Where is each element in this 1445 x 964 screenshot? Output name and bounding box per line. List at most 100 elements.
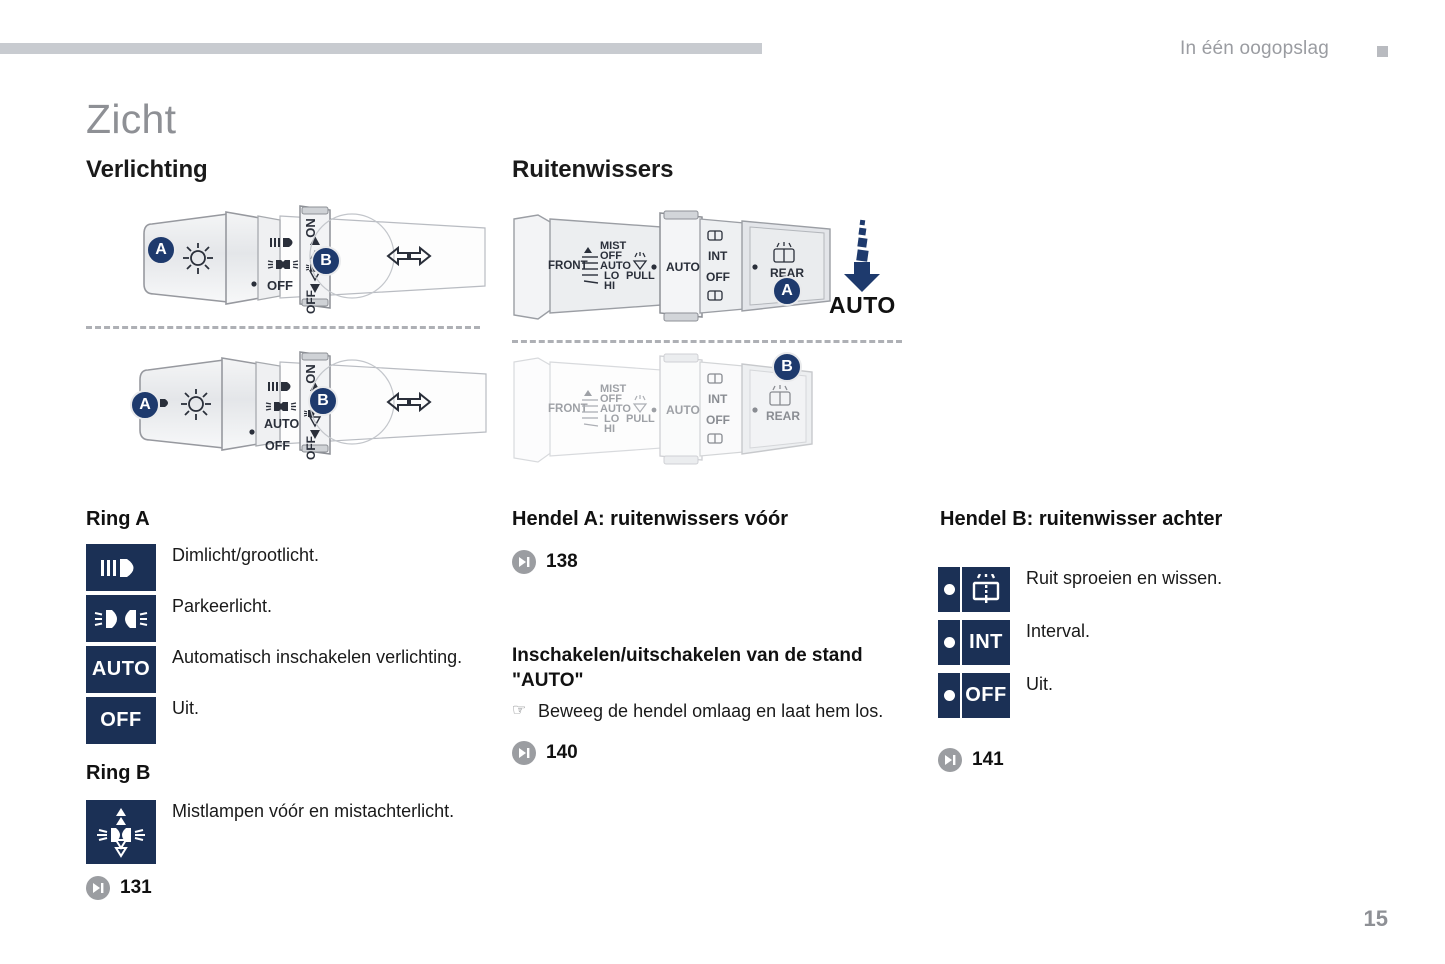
fog-lamps-icon xyxy=(86,800,156,864)
list-item-label: Ruit sproeien en wissen. xyxy=(1026,568,1223,588)
lighting-stalk-illustration-top: OFF ON OFF xyxy=(143,205,486,314)
off-icon-label: OFF xyxy=(100,709,142,731)
page-number: 15 xyxy=(1363,906,1388,931)
list-item: AUTO Automatisch inschakelen verlichting… xyxy=(86,646,462,693)
svg-text:OFF: OFF xyxy=(600,250,622,262)
divider-lighting xyxy=(86,326,480,329)
list-item: Mistlampen vóór en mistachterlicht. xyxy=(86,800,454,864)
list-item-label: Uit. xyxy=(172,698,199,718)
dipped-main-beam-icon xyxy=(86,544,156,591)
svg-text:OFF: OFF xyxy=(267,278,293,293)
page-title: Zicht xyxy=(86,96,177,142)
list-item-label: Parkeerlicht. xyxy=(172,596,273,616)
list-item-label: Interval. xyxy=(1026,621,1091,641)
svg-text:AUTO: AUTO xyxy=(666,403,700,417)
skip-forward-icon xyxy=(86,876,110,900)
svg-text:FRONT: FRONT xyxy=(548,403,588,415)
svg-text:OFF: OFF xyxy=(265,439,290,453)
list-item: Ruit sproeien en wissen. xyxy=(938,567,1222,612)
svg-text:LO: LO xyxy=(604,413,620,425)
interval-icon: INT xyxy=(938,620,1010,665)
list-item-label: Mistlampen vóór en mistachterlicht. xyxy=(172,801,455,821)
svg-text:OFF: OFF xyxy=(600,393,622,405)
list-item-label: Automatisch inschakelen verlichting. xyxy=(172,647,463,667)
dot-indicator xyxy=(938,567,960,612)
svg-text:OFF: OFF xyxy=(706,270,730,284)
svg-text:FRONT: FRONT xyxy=(548,260,588,272)
list-item: Parkeerlicht. xyxy=(86,595,272,642)
marker-b-lighting-top: B xyxy=(311,246,341,276)
marker-a-lighting-bottom: A xyxy=(130,390,160,420)
page-reference-number: 138 xyxy=(546,551,578,572)
header-title: In één oogopslag xyxy=(1180,38,1329,59)
svg-text:REAR: REAR xyxy=(766,409,800,423)
svg-text:ON: ON xyxy=(303,218,318,238)
off-icon-label: OFF xyxy=(965,684,1007,706)
wiper-stalk-illustration-top: FRONT MIST OFF AUTO LO HI PULL AUTO xyxy=(513,210,831,322)
svg-text:OFF: OFF xyxy=(304,290,318,314)
subheading-auto-toggle: Inschakelen/uitschakelen van de stand "A… xyxy=(512,645,863,691)
pointing-hand-icon: ☞ xyxy=(512,702,527,719)
page-reference-131[interactable]: 131 xyxy=(86,876,152,900)
rear-wash-wipe-glyph xyxy=(962,567,1010,612)
page-reference-138[interactable]: 138 xyxy=(512,550,578,574)
svg-text:HI: HI xyxy=(604,280,615,292)
instruction-text: Beweeg de hendel omlaag en laat hem los. xyxy=(538,701,884,721)
interval-glyph: INT xyxy=(962,620,1010,665)
list-item: INT Interval. xyxy=(938,620,1090,665)
skip-forward-icon xyxy=(512,550,536,574)
svg-text:AUTO: AUTO xyxy=(264,417,299,431)
skip-forward-icon xyxy=(938,748,962,772)
dipped-main-beam-glyph xyxy=(101,558,134,577)
marker-b-lighting-bottom: B xyxy=(308,386,338,416)
svg-text:REAR: REAR xyxy=(770,266,804,280)
svg-text:OFF: OFF xyxy=(706,413,730,427)
page-reference-140[interactable]: 140 xyxy=(512,741,578,765)
marker-b-wiper-bottom: B xyxy=(772,352,802,382)
off-icon: OFF xyxy=(938,673,1010,718)
heading-ring-a: Ring A xyxy=(86,508,150,530)
page-reference-141[interactable]: 141 xyxy=(938,748,1004,772)
svg-text:PULL: PULL xyxy=(626,413,655,425)
marker-a-lighting-top: A xyxy=(146,235,176,265)
off-icon: OFF xyxy=(86,697,156,744)
off-glyph: OFF xyxy=(962,673,1010,718)
square-icon xyxy=(1377,46,1388,57)
svg-text:LO: LO xyxy=(604,270,620,282)
rear-wash-wipe-icon xyxy=(938,567,1010,612)
parking-light-icon xyxy=(86,595,156,642)
page-reference-number: 140 xyxy=(546,742,578,763)
marker-a-wiper-top: A xyxy=(772,276,802,306)
svg-text:AUTO: AUTO xyxy=(600,403,631,415)
interval-icon-label: INT xyxy=(969,631,1003,653)
skip-forward-icon xyxy=(512,741,536,765)
dot-indicator xyxy=(938,673,960,718)
svg-text:AUTO: AUTO xyxy=(666,260,700,274)
list-item: OFF Uit. xyxy=(938,673,1053,718)
list-item: Dimlicht/grootlicht. xyxy=(86,544,319,591)
section-title-wipers: Ruitenwissers xyxy=(512,156,674,183)
auto-icon-label: AUTO xyxy=(91,658,151,680)
page-reference-number: 141 xyxy=(972,749,1004,770)
auto-label-wiper: AUTO xyxy=(829,292,896,318)
divider-wipers xyxy=(512,340,902,343)
list-item: OFF Uit. xyxy=(86,697,199,744)
heading-hendel-a: Hendel A: ruitenwissers vóór xyxy=(512,508,788,530)
svg-text:AUTO: AUTO xyxy=(600,260,631,272)
header-bar xyxy=(0,43,762,54)
parking-light-glyph xyxy=(94,609,148,628)
auto-icon: AUTO xyxy=(86,646,156,693)
list-item-label: Uit. xyxy=(1026,674,1053,694)
fog-lamps-glyph xyxy=(97,808,145,858)
svg-text:INT: INT xyxy=(708,392,728,406)
heading-ring-b: Ring B xyxy=(86,762,151,784)
dot-indicator xyxy=(938,620,960,665)
svg-text:MIST: MIST xyxy=(600,240,627,252)
heading-hendel-b: Hendel B: ruitenwisser achter xyxy=(940,508,1223,530)
svg-text:MIST: MIST xyxy=(600,383,627,395)
lighting-stalk-illustration-bottom: AUTO OFF ON OFF xyxy=(139,351,487,460)
page-reference-number: 131 xyxy=(120,877,152,898)
list-item-label: Dimlicht/grootlicht. xyxy=(172,545,320,565)
section-title-lighting: Verlichting xyxy=(86,156,208,183)
